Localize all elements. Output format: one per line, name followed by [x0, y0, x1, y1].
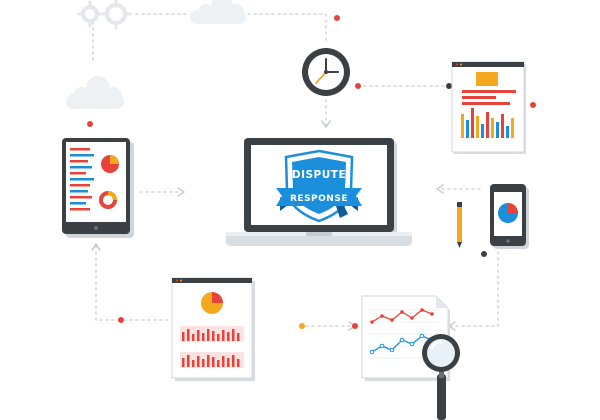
image-placeholder	[476, 72, 498, 86]
dot-dark	[446, 83, 452, 89]
connector-left-loop	[95, 245, 171, 321]
cloud-icon	[66, 76, 124, 109]
donut-chart-icon	[99, 191, 117, 209]
dot-red	[87, 121, 93, 127]
dot-red	[118, 317, 124, 323]
ribbon-tail	[336, 206, 348, 218]
pie-chart-icon	[101, 155, 119, 173]
text-lines	[70, 148, 94, 211]
magnifier-icon	[422, 334, 460, 420]
arrow-down-to-laptop	[321, 120, 331, 128]
ribbon-banner	[276, 188, 362, 206]
bar-chart-icon	[180, 326, 244, 342]
dot-red	[355, 83, 361, 89]
clock-icon	[302, 48, 350, 96]
gear-icon	[76, 0, 132, 30]
dot-red	[352, 323, 358, 329]
cloud-icon	[190, 0, 246, 24]
logo-line2: RESPONSE	[290, 194, 348, 204]
text-lines	[462, 90, 516, 105]
arrow-up-to-tablet	[91, 243, 101, 251]
connector-lines	[92, 13, 499, 327]
bar-chart-icon	[461, 108, 514, 138]
document-icon	[171, 277, 255, 381]
dot-dark	[481, 251, 487, 257]
page-corner-fold	[436, 296, 448, 308]
dot-red	[334, 15, 340, 21]
decorative-dots	[87, 15, 536, 329]
logo-line1: DISPUTE	[292, 169, 346, 181]
arrow-right-to-laptop	[177, 187, 185, 197]
line-chart-icon	[369, 308, 435, 355]
connector-right-loop	[449, 251, 499, 327]
pie-chart-icon	[498, 203, 518, 223]
dispute-response-logo: DISPUTE RESPONSE	[276, 149, 362, 223]
connector-cloud-to-clock	[235, 13, 327, 45]
tablet-icon	[62, 138, 134, 238]
dot-orange	[299, 323, 305, 329]
pie-chart-icon	[201, 292, 223, 314]
dot-red	[530, 102, 536, 108]
bar-chart-icon	[180, 352, 244, 368]
smartphone-icon	[490, 184, 529, 249]
pencil-icon	[457, 202, 462, 248]
document-icon	[451, 61, 526, 154]
laptop-base	[226, 234, 412, 246]
arrow-left-to-laptop	[436, 184, 444, 194]
